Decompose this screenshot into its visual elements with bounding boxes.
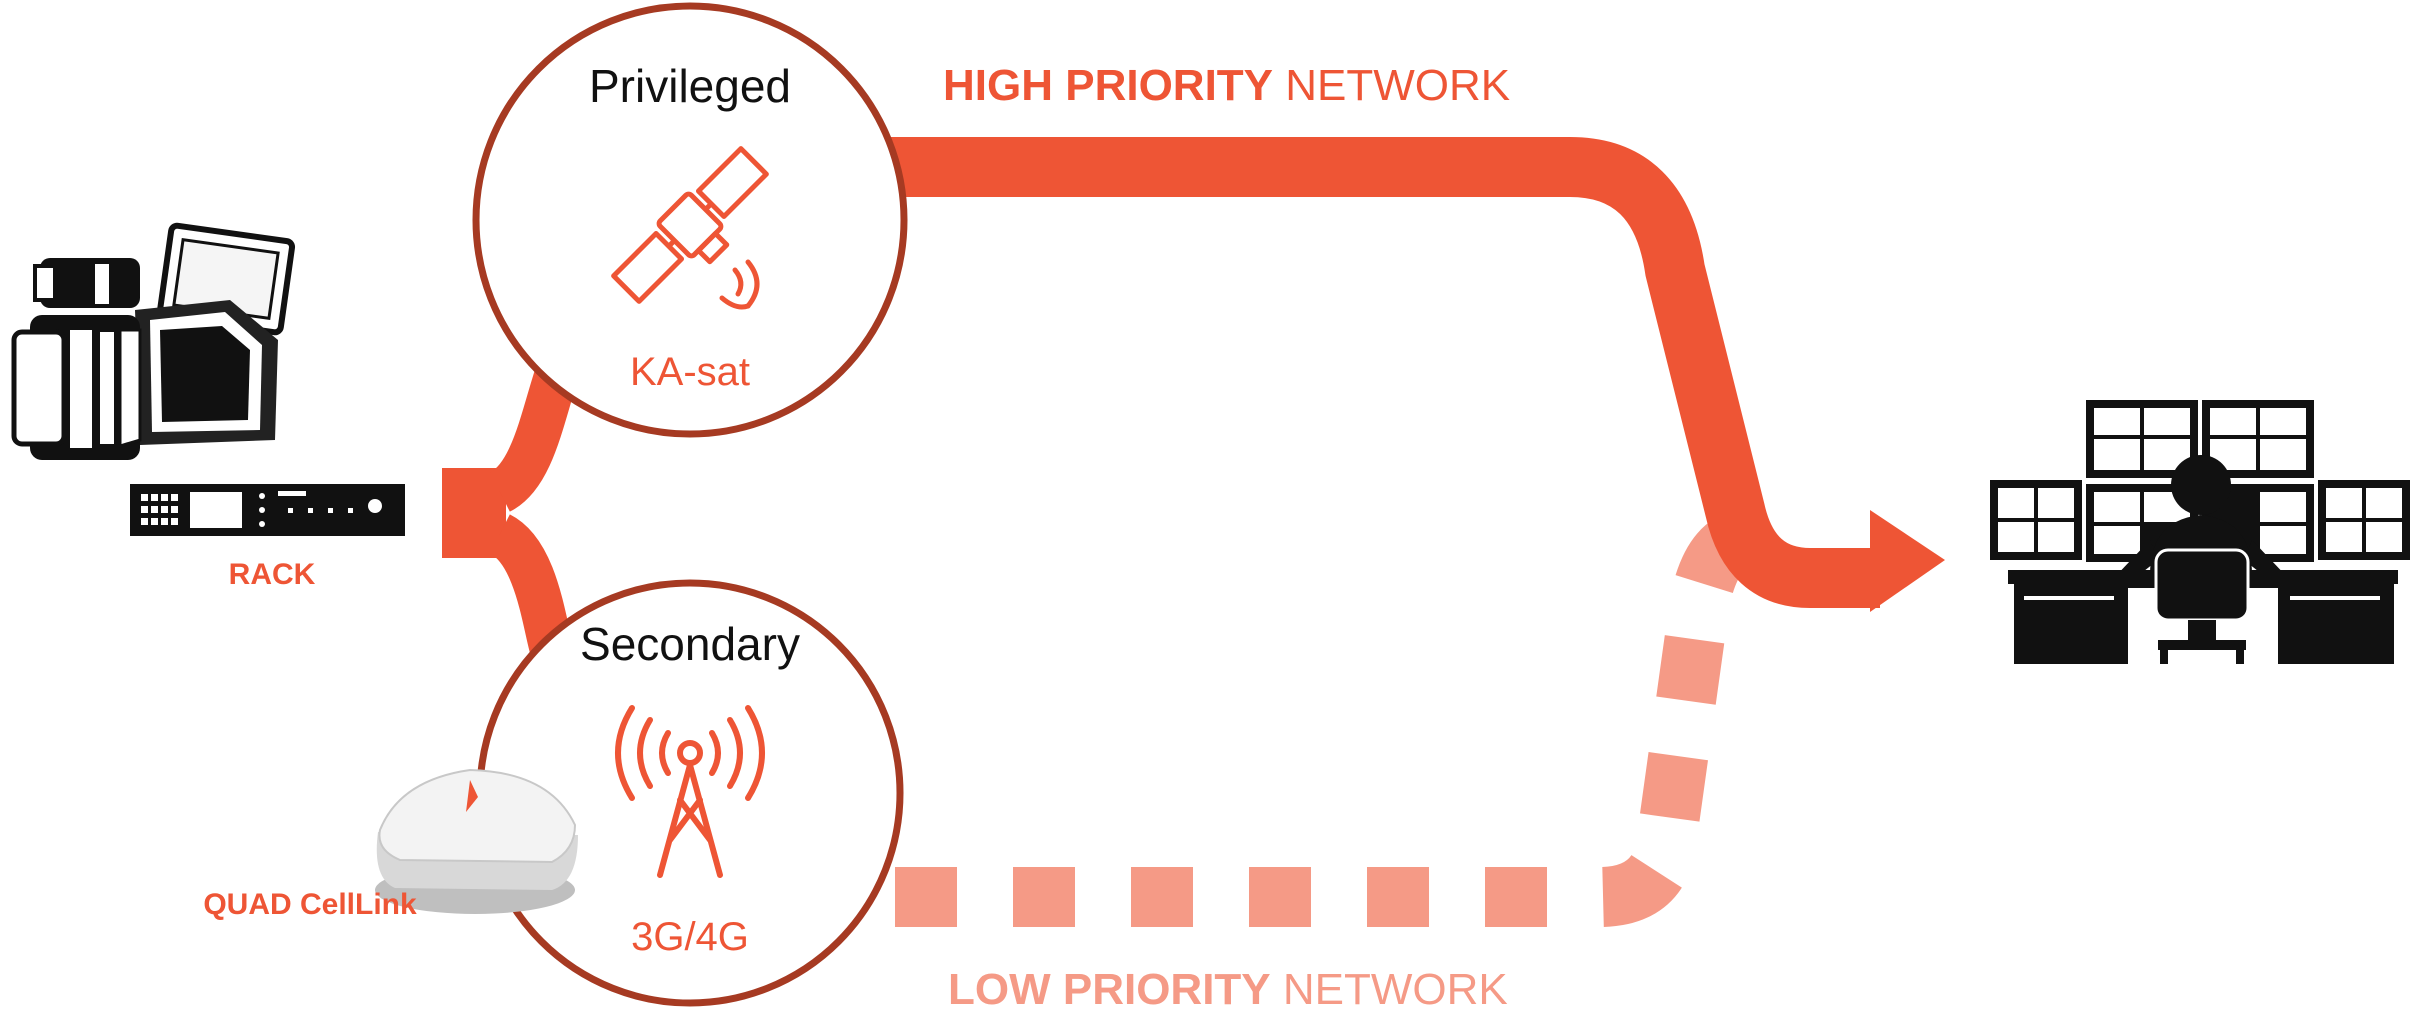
satellite-icon (611, 146, 769, 304)
router-device-icon (375, 768, 578, 914)
privileged-node: Privileged KA-sat (472, 2, 908, 438)
high-priority-bold: HIGH PRIORITY (943, 61, 1273, 110)
satellite-signal-icon (719, 259, 760, 310)
secondary-title: Secondary (580, 618, 800, 670)
low-priority-label: LOW PRIORITY NETWORK (948, 965, 1508, 1012)
video-camera-icon (11, 222, 296, 460)
ka-sat-label: KA-sat (630, 350, 750, 394)
cell-tower-icon (615, 705, 765, 878)
quad-celllink-label: QUAD CellLink (203, 888, 417, 921)
rack-unit-icon (130, 484, 405, 536)
high-priority-rest: NETWORK (1273, 61, 1510, 110)
rack-label: RACK (229, 558, 316, 591)
bracket-stub (442, 468, 506, 558)
control-desk (2008, 548, 2398, 664)
arrow-right-icon (1870, 510, 1945, 612)
monitor-wall (1990, 400, 2410, 562)
low-priority-rest: NETWORK (1271, 965, 1508, 1012)
low-priority-bold: LOW PRIORITY (948, 965, 1271, 1012)
rack-bracket (442, 330, 590, 669)
high-priority-label: HIGH PRIORITY NETWORK (943, 61, 1510, 110)
low-priority-path (895, 510, 1750, 927)
g34-label: 3G/4G (631, 915, 749, 959)
high-priority-path (870, 137, 1880, 608)
privileged-title: Privileged (589, 60, 791, 112)
control-room-operator-icon (1990, 400, 2410, 664)
privileged-circle (472, 2, 908, 438)
